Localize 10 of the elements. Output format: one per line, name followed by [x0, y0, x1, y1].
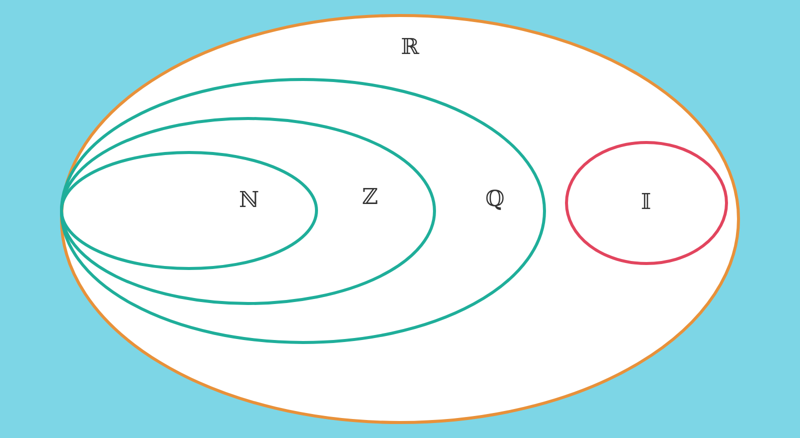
- set-ellipse: [60, 151, 318, 270]
- set-ellipse: [60, 117, 436, 305]
- set-symbol: 𝕀: [640, 191, 652, 215]
- set-ellipse: [60, 78, 546, 344]
- set-symbol: ℚ: [485, 188, 505, 212]
- set-ellipse: [565, 141, 728, 265]
- set-symbol: ℤ: [362, 186, 378, 210]
- set-symbol: ℝ: [400, 36, 420, 60]
- set-symbol: ℕ: [238, 189, 260, 213]
- set-ellipse: [60, 14, 740, 424]
